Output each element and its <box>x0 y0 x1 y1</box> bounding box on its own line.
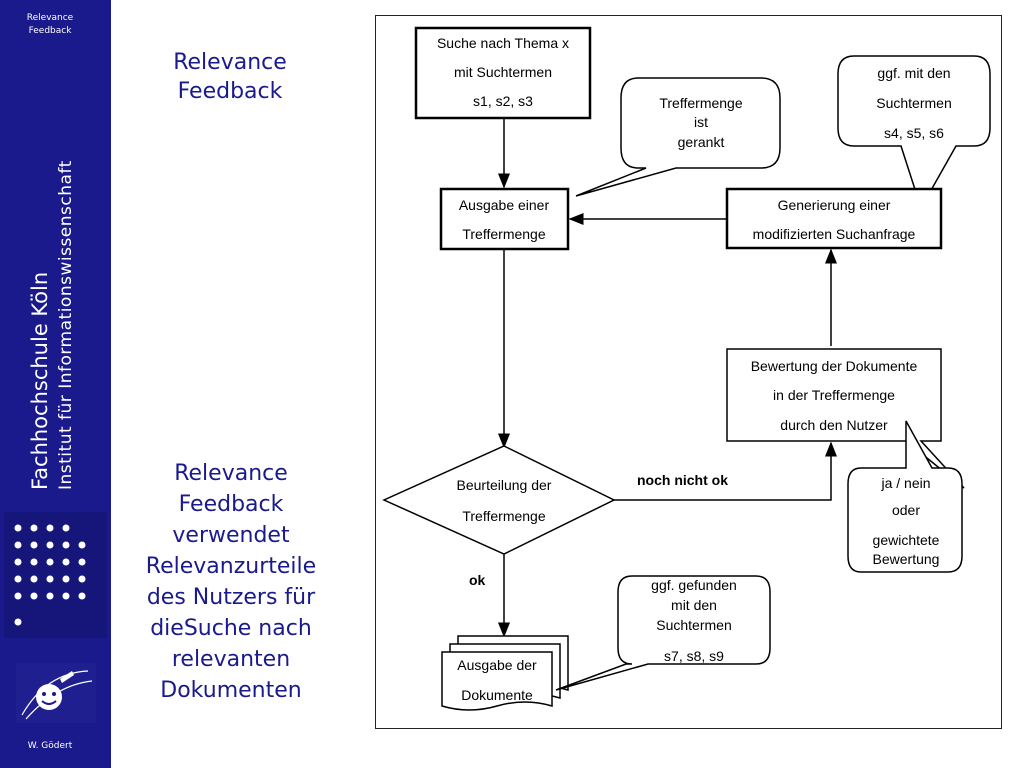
judge-box: Bewertung der Dokumente in der Trefferme… <box>726 348 965 489</box>
institution-name: Fachhochschule Köln <box>28 271 52 490</box>
author-label: W. Gödert <box>27 741 73 751</box>
label-not-ok: noch nicht ok <box>637 472 728 488</box>
modify-box-line2: modifizierten Suchanfrage <box>753 226 916 242</box>
output-box: Ausgabe einer Treffermenge <box>439 187 570 251</box>
dot-pattern <box>4 512 107 638</box>
judge-box-line2: in der Treffermenge <box>773 387 895 403</box>
start-box-line1: Suche nach Thema x <box>437 35 569 51</box>
callout-rating-line2: oder <box>892 502 920 518</box>
department-name: Institut für Informationswissenschaft <box>56 160 76 490</box>
start-box-line3: s1, s2, s3 <box>473 93 533 109</box>
judge-box-line1: Bewertung der Dokumente <box>751 358 918 374</box>
smiley-logo-icon <box>16 663 96 723</box>
flowchart-panel: Suche nach Thema x mit Suchtermen s1, s2… <box>375 15 1002 729</box>
callout-ranked-line1: Treffermenge <box>659 95 742 111</box>
output-box-line1: Ausgabe einer <box>459 197 550 213</box>
decision-line1: Beurteilung der <box>457 477 552 493</box>
sidebar-header: Relevance Feedback <box>26 13 74 36</box>
callout-found-line2: mit den <box>671 597 717 613</box>
sidebar-vertical-title: Fachhochschule Köln Institut für Informa… <box>26 110 86 490</box>
decision-diamond: Beurteilung der Treffermenge <box>382 445 616 555</box>
callout-ranked-line2: ist <box>694 114 708 130</box>
callout-found: ggf. gefunden mit den Suchtermen s7, s8,… <box>555 575 771 691</box>
flowchart: Suche nach Thema x mit Suchtermen s1, s2… <box>382 26 991 711</box>
description-text: Relevance Feedback verwendet Relevanzurt… <box>145 461 317 703</box>
callout-rating-line3: gewichtete <box>873 532 940 548</box>
modify-box-line1: Generierung einer <box>778 197 891 213</box>
callout-found-line4: s7, s8, s9 <box>664 648 724 664</box>
callout-rating: ja / nein oder gewichtete Bewertung <box>847 420 963 573</box>
documents-line1: Ausgabe der <box>457 657 537 673</box>
callout-terms-line2: Suchtermen <box>876 95 951 111</box>
documents-box: Ausgabe der Dokumente <box>441 635 569 711</box>
output-box-line2: Treffermenge <box>462 226 545 242</box>
callout-found-line3: Suchtermen <box>656 617 731 633</box>
page-title: Relevance Feedback <box>173 50 287 104</box>
start-box: Suche nach Thema x mit Suchtermen s1, s2… <box>414 26 592 120</box>
sidebar: Relevance Feedback Fachhochschule Köln I… <box>0 0 111 768</box>
decision-line2: Treffermenge <box>462 508 545 524</box>
callout-terms-line3: s4, s5, s6 <box>884 125 944 141</box>
callout-found-line1: ggf. gefunden <box>651 577 737 593</box>
callout-terms: ggf. mit den Suchtermen s4, s5, s6 <box>837 55 991 210</box>
callout-rating-line4: Bewertung <box>873 551 940 567</box>
callout-rating-line1: ja / nein <box>880 475 930 491</box>
documents-line2: Dokumente <box>461 687 533 703</box>
modify-box: Generierung einer modifizierten Suchanfr… <box>725 187 943 250</box>
callout-terms-line1: ggf. mit den <box>877 65 950 81</box>
callout-ranked-line3: gerankt <box>678 134 725 150</box>
judge-box-line3: durch den Nutzer <box>780 417 888 433</box>
start-box-line2: mit Suchtermen <box>454 64 552 80</box>
dot-pattern-graphic <box>14 524 86 626</box>
label-ok: ok <box>469 572 486 588</box>
arrow-decision-to-judge <box>614 441 837 501</box>
callout-ranked: Treffermenge ist gerankt <box>575 77 781 197</box>
